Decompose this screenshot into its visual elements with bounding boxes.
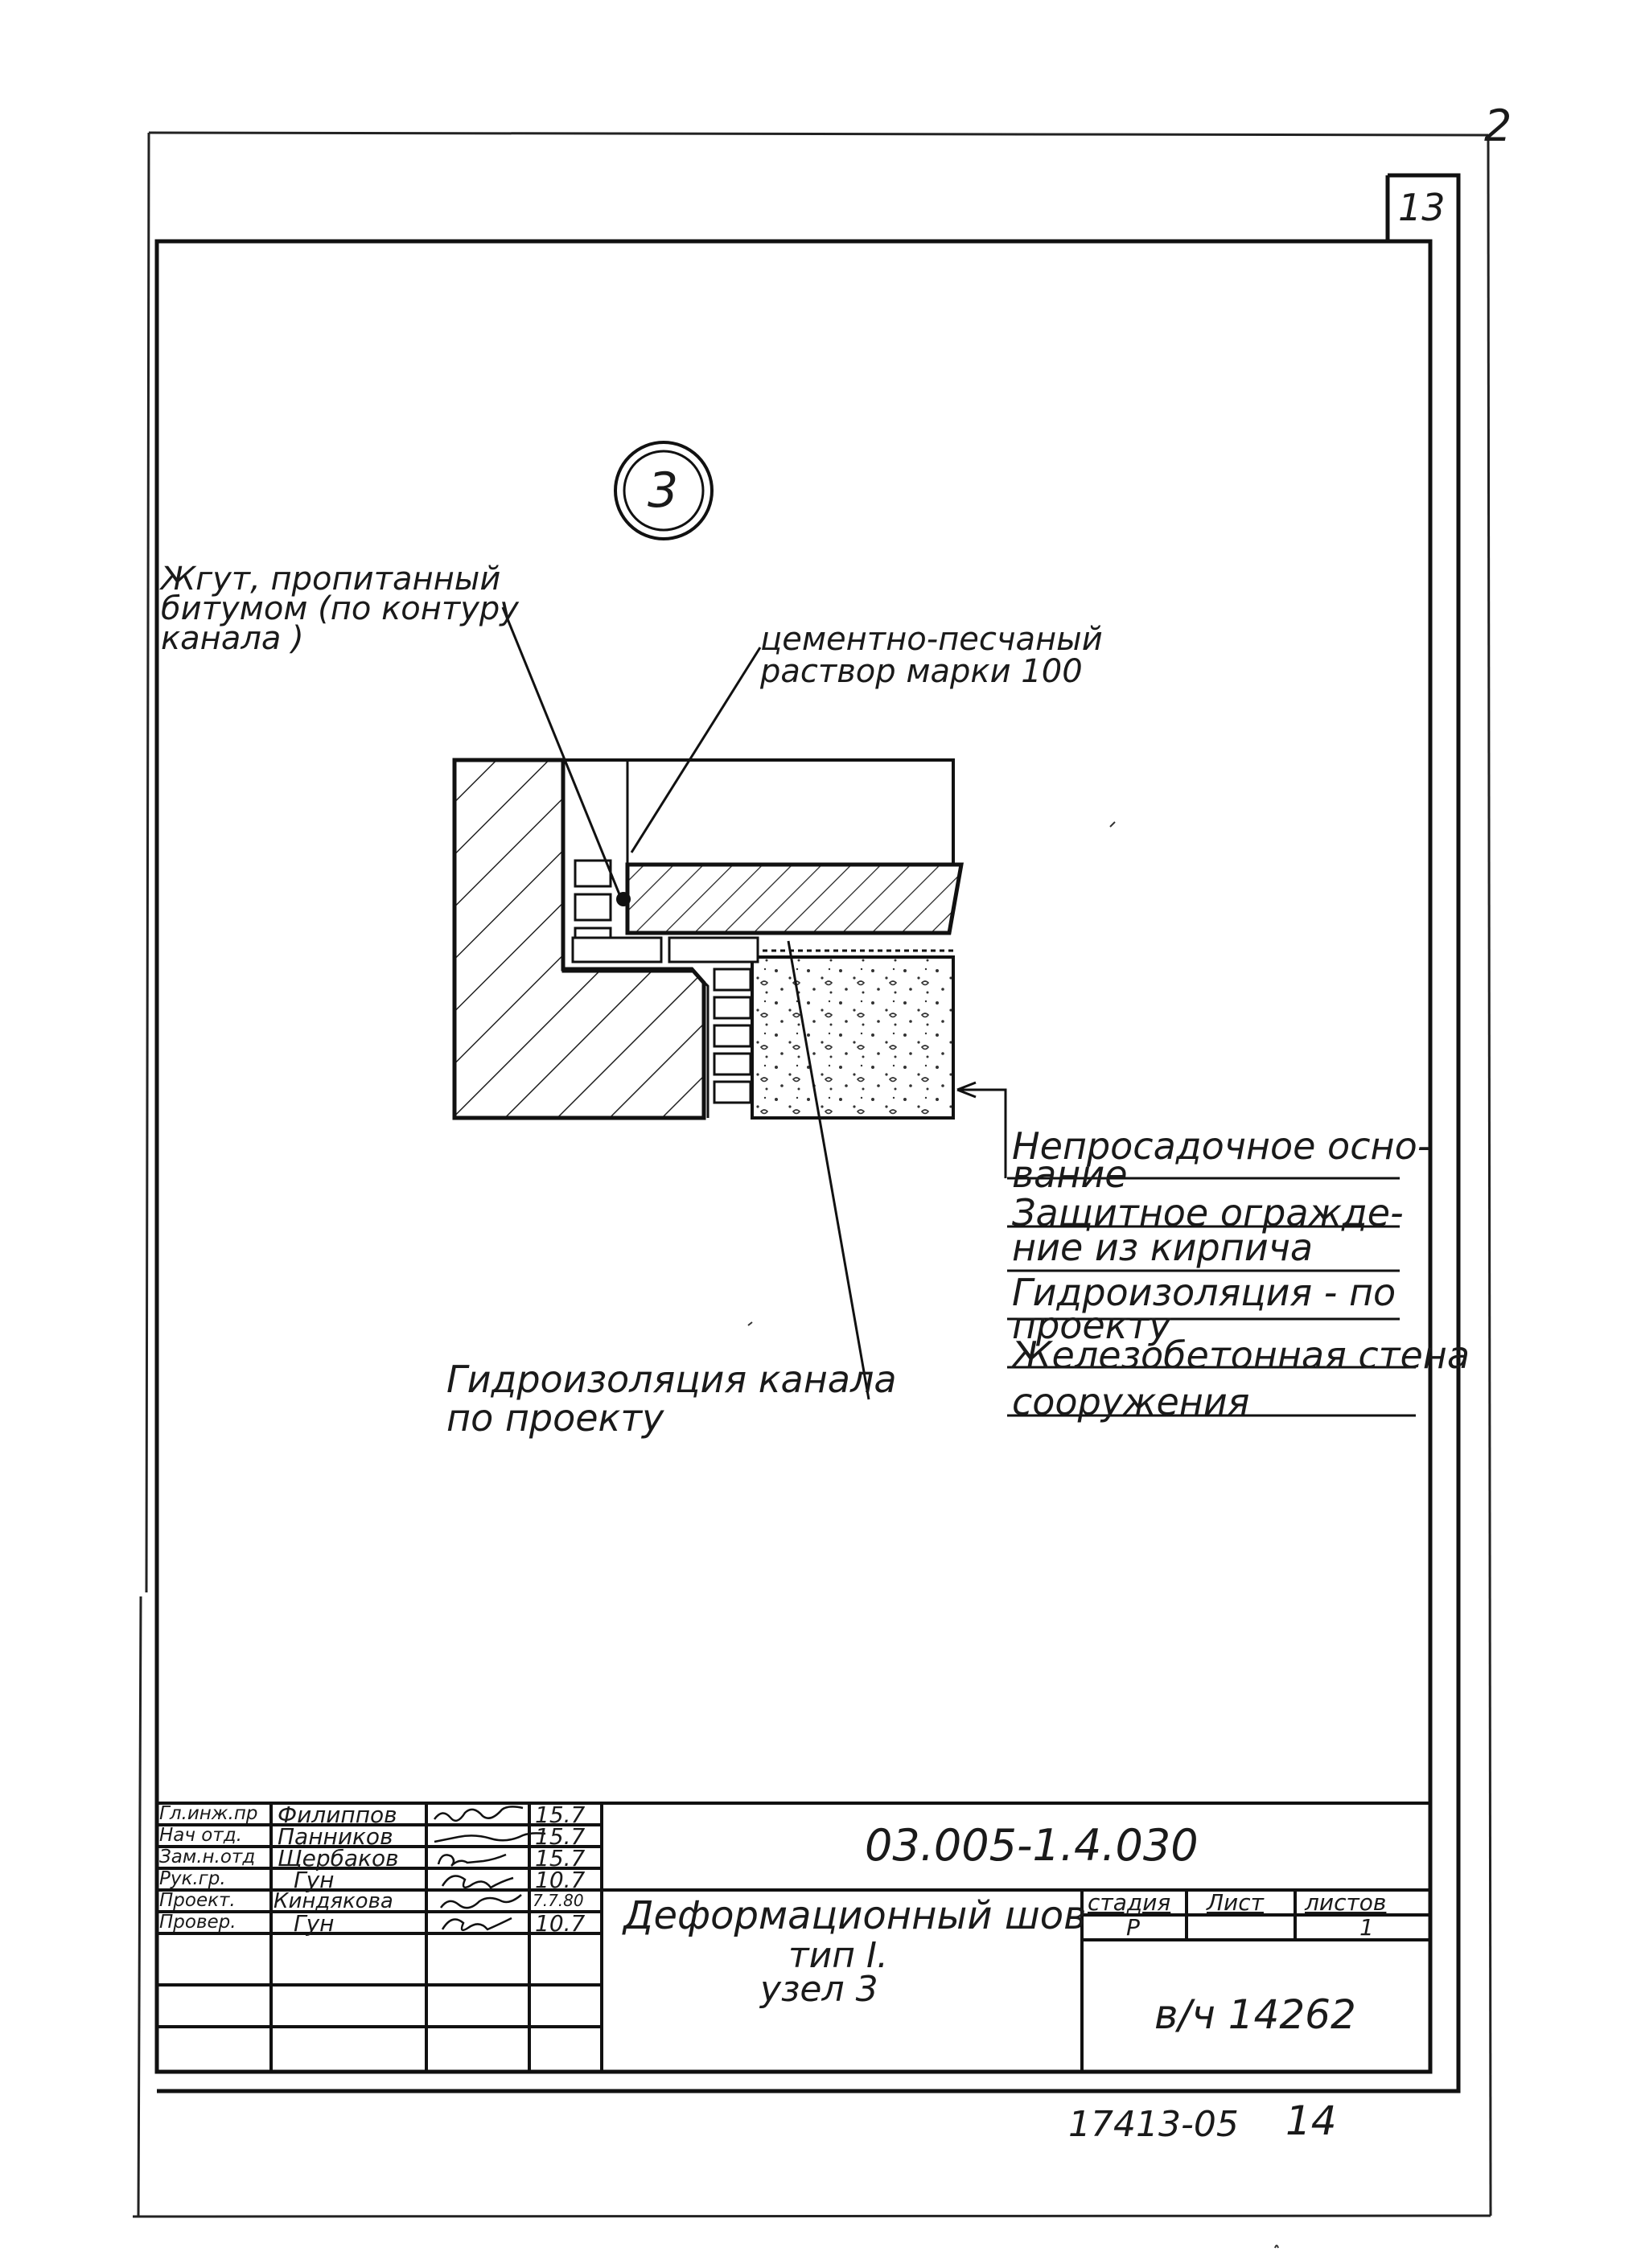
drawing-title-1: Деформационный шов: [623, 1893, 1087, 1938]
tb-role-2: Нач отд.: [159, 1825, 242, 1846]
mortar-callout-1: цементно-песчаный: [760, 621, 1103, 658]
tb-date-5: 7.7.80: [533, 1891, 584, 1910]
node-marker-circle: [614, 441, 714, 540]
tb-name-2: Панников: [278, 1823, 393, 1850]
harness-callout-3: канала ): [161, 620, 304, 657]
tb-name-5: Киндякова: [274, 1889, 393, 1913]
tb-role-5: Проект.: [159, 1890, 236, 1911]
drawing-title-2: тип I.: [788, 1935, 888, 1976]
signatures: [433, 1806, 546, 1932]
mortar-callout-2: раствор марки 100: [760, 653, 1083, 690]
legend-waterproofing-2: проекту: [1012, 1304, 1171, 1347]
sheets-header: листов: [1305, 1889, 1387, 1916]
tb-date-1: 15.7: [535, 1802, 586, 1828]
tb-name-1: Филиппов: [278, 1802, 397, 1828]
inventory-number: 17413-05: [1068, 2104, 1239, 2145]
legend-rc-wall-2: сооружения: [1012, 1380, 1250, 1424]
stage-header: стадия: [1088, 1889, 1171, 1916]
corner-mark: 2: [1484, 101, 1512, 151]
brick-row: [571, 936, 759, 963]
sheet-header: Лист: [1207, 1889, 1264, 1916]
sheets-total: 1: [1359, 1914, 1374, 1941]
legend-rc-wall-1: Железобетонная стена: [1012, 1333, 1470, 1377]
stray-marks: [747, 821, 1279, 2249]
tb-role-1: Гл.инж.пр: [159, 1803, 258, 1824]
concrete-slab: [625, 862, 964, 935]
base-soil: [751, 955, 955, 1120]
tb-date-4: 10.7: [535, 1867, 586, 1893]
tb-date-6: 10.7: [535, 1910, 586, 1937]
document-code: 03.005-1.4.030: [865, 1820, 1199, 1871]
tb-date-2: 15.7: [535, 1823, 586, 1850]
node-marker-label: 3: [648, 462, 679, 519]
channel-outline: [563, 758, 955, 865]
leader-lines: [501, 606, 1007, 1400]
sheet-number: 13: [1398, 186, 1446, 229]
tb-role-4: Рук.гр.: [159, 1868, 226, 1889]
section-detail: [452, 758, 964, 1120]
legend-brick-2: ние из кирпича: [1012, 1226, 1314, 1269]
stage-value: Р: [1126, 1914, 1140, 1941]
tb-role-3: Зам.н.отд: [159, 1847, 256, 1867]
harness-callout-2: битумом (по контуру: [161, 590, 519, 627]
brick-column: [713, 968, 752, 1104]
harness-callout-1: Жгут, пропитанный: [161, 561, 501, 598]
legend-lines: [1007, 1177, 1416, 1417]
legend-waterproofing-1: Гидроизоляция - по: [1012, 1271, 1396, 1314]
channel-waterproofing-2: по проекту: [446, 1396, 664, 1440]
tb-name-6: Гун: [294, 1910, 335, 1937]
inner-frame: [154, 173, 1461, 2093]
tb-role-6: Провер.: [159, 1912, 237, 1933]
legend-base-1: Непросадочное осно-: [1012, 1124, 1431, 1168]
drawing-title-3: узел 3: [760, 1969, 878, 2010]
channel-waterproofing-1: Гидроизоляция канала: [446, 1358, 897, 1401]
title-block-grid: [157, 1802, 1430, 2072]
organization: в/ч 14262: [1154, 1991, 1356, 2038]
tb-name-4: Гун: [294, 1867, 335, 1893]
tb-name-3: Щербаков: [278, 1845, 399, 1872]
tb-date-3: 15.7: [535, 1845, 586, 1872]
harness-bundle: [616, 892, 631, 906]
outer-border: [132, 131, 1492, 2218]
waterproofing-line: [561, 760, 710, 1118]
legend-brick-1: Защитное огражде-: [1012, 1191, 1404, 1235]
inventory-sheet: 14: [1285, 2097, 1337, 2144]
legend-base-2: вание: [1012, 1152, 1128, 1196]
